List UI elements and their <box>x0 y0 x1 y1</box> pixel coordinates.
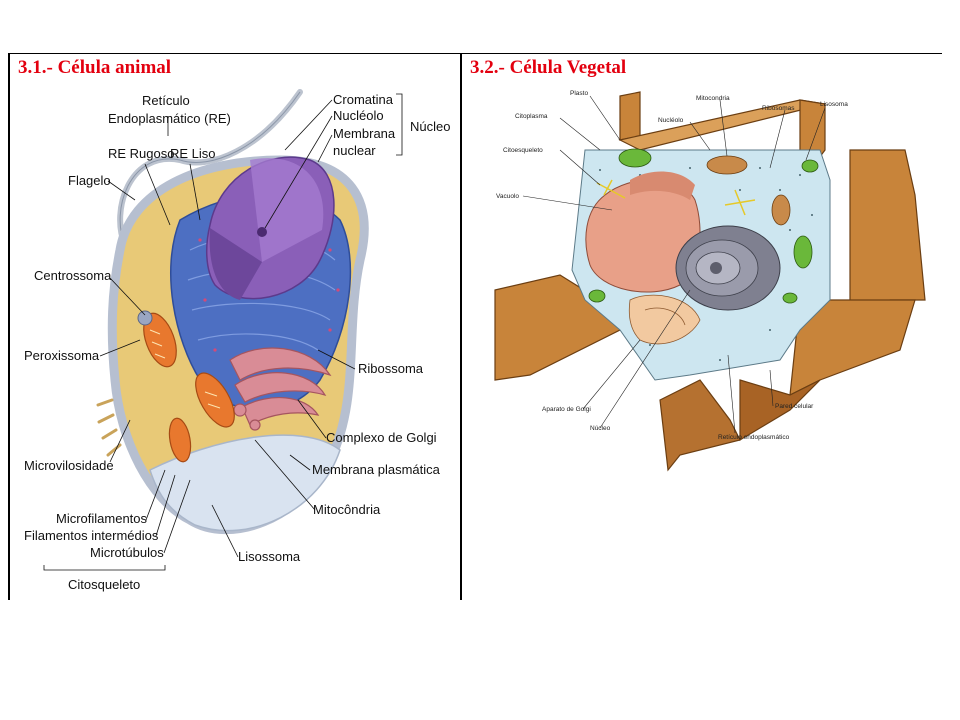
label-reticulo: Retículo <box>142 93 190 108</box>
column-divider <box>460 53 462 600</box>
plant-cell-title: 3.2.- Célula Vegetal <box>470 57 627 78</box>
plant-label-mitocondria: Mitocondria <box>696 95 730 102</box>
label-flagelo: Flagelo <box>68 173 111 188</box>
label-centrossoma: Centrossoma <box>34 268 112 283</box>
plant-label-nucleo: Núcleo <box>590 425 611 432</box>
animal-cell-diagram: Retículo Endoplasmático (RE) RE Rugoso R… <box>24 89 450 592</box>
plant-label-vacuolo: Vacuolo <box>496 193 519 200</box>
plant-label-reticulo: Retículo endoplasmático <box>718 434 790 441</box>
plant-label-pared-celular: Pared celular <box>775 403 814 410</box>
plant-golgi-shape <box>628 294 701 345</box>
label-cromatina: Cromatina <box>333 92 394 107</box>
plant-label-lisossoma: Lisosoma <box>820 101 848 108</box>
label-microfilamentos: Microfilamentos <box>56 511 148 526</box>
label-re-rugoso: RE Rugoso <box>108 146 174 161</box>
label-lisossoma: Lisossoma <box>238 549 301 564</box>
label-microtubulos: Microtúbulos <box>90 545 164 560</box>
plant-label-citoplasma: Citoplasma <box>515 113 548 120</box>
plant-label-aparato-golgi: Aparato de Golgi <box>542 406 591 413</box>
plant-cell-diagram: Plasto Mitocondria Ribosomas Lisosoma Ci… <box>494 90 926 472</box>
label-re-liso: RE Liso <box>170 146 216 161</box>
chloroplast-shape <box>588 148 819 304</box>
plant-label-nucleolo: Nucléolo <box>658 117 684 124</box>
golgi-shape <box>229 347 332 431</box>
label-nucleolo: Nucléolo <box>333 108 384 123</box>
label-membrana-nuclear-1: Membrana <box>333 126 396 141</box>
label-membrana-plasmatica: Membrana plasmática <box>312 462 441 477</box>
label-peroxissoma: Peroxissoma <box>24 348 100 363</box>
label-golgi: Complexo de Golgi <box>326 430 437 445</box>
plant-label-citoesqueleto: Citoesqueleto <box>503 147 543 154</box>
plant-label-ribossomas: Ribosomas <box>762 105 795 112</box>
label-endoplasmatico: Endoplasmático (RE) <box>108 111 231 126</box>
centrosome-shape <box>137 310 153 326</box>
mitochondrion-shape <box>143 312 235 463</box>
animal-cell-title: 3.1.- Célula animal <box>18 57 172 78</box>
plant-label-plasto: Plasto <box>570 90 588 97</box>
nucleolus-shape <box>257 227 267 237</box>
label-mitocondria: Mitocôndria <box>313 502 381 517</box>
table-frame <box>8 53 942 600</box>
label-citosqueleto: Citosqueleto <box>68 577 140 592</box>
label-nucleo: Núcleo <box>410 119 450 134</box>
plant-mitochondrion-shape <box>706 155 791 226</box>
label-filamentos: Filamentos intermédios <box>24 528 159 543</box>
label-membrana-nuclear-2: nuclear <box>333 143 376 158</box>
label-microvilosidade: Microvilosidade <box>24 458 114 473</box>
label-ribossoma: Ribossoma <box>358 361 424 376</box>
